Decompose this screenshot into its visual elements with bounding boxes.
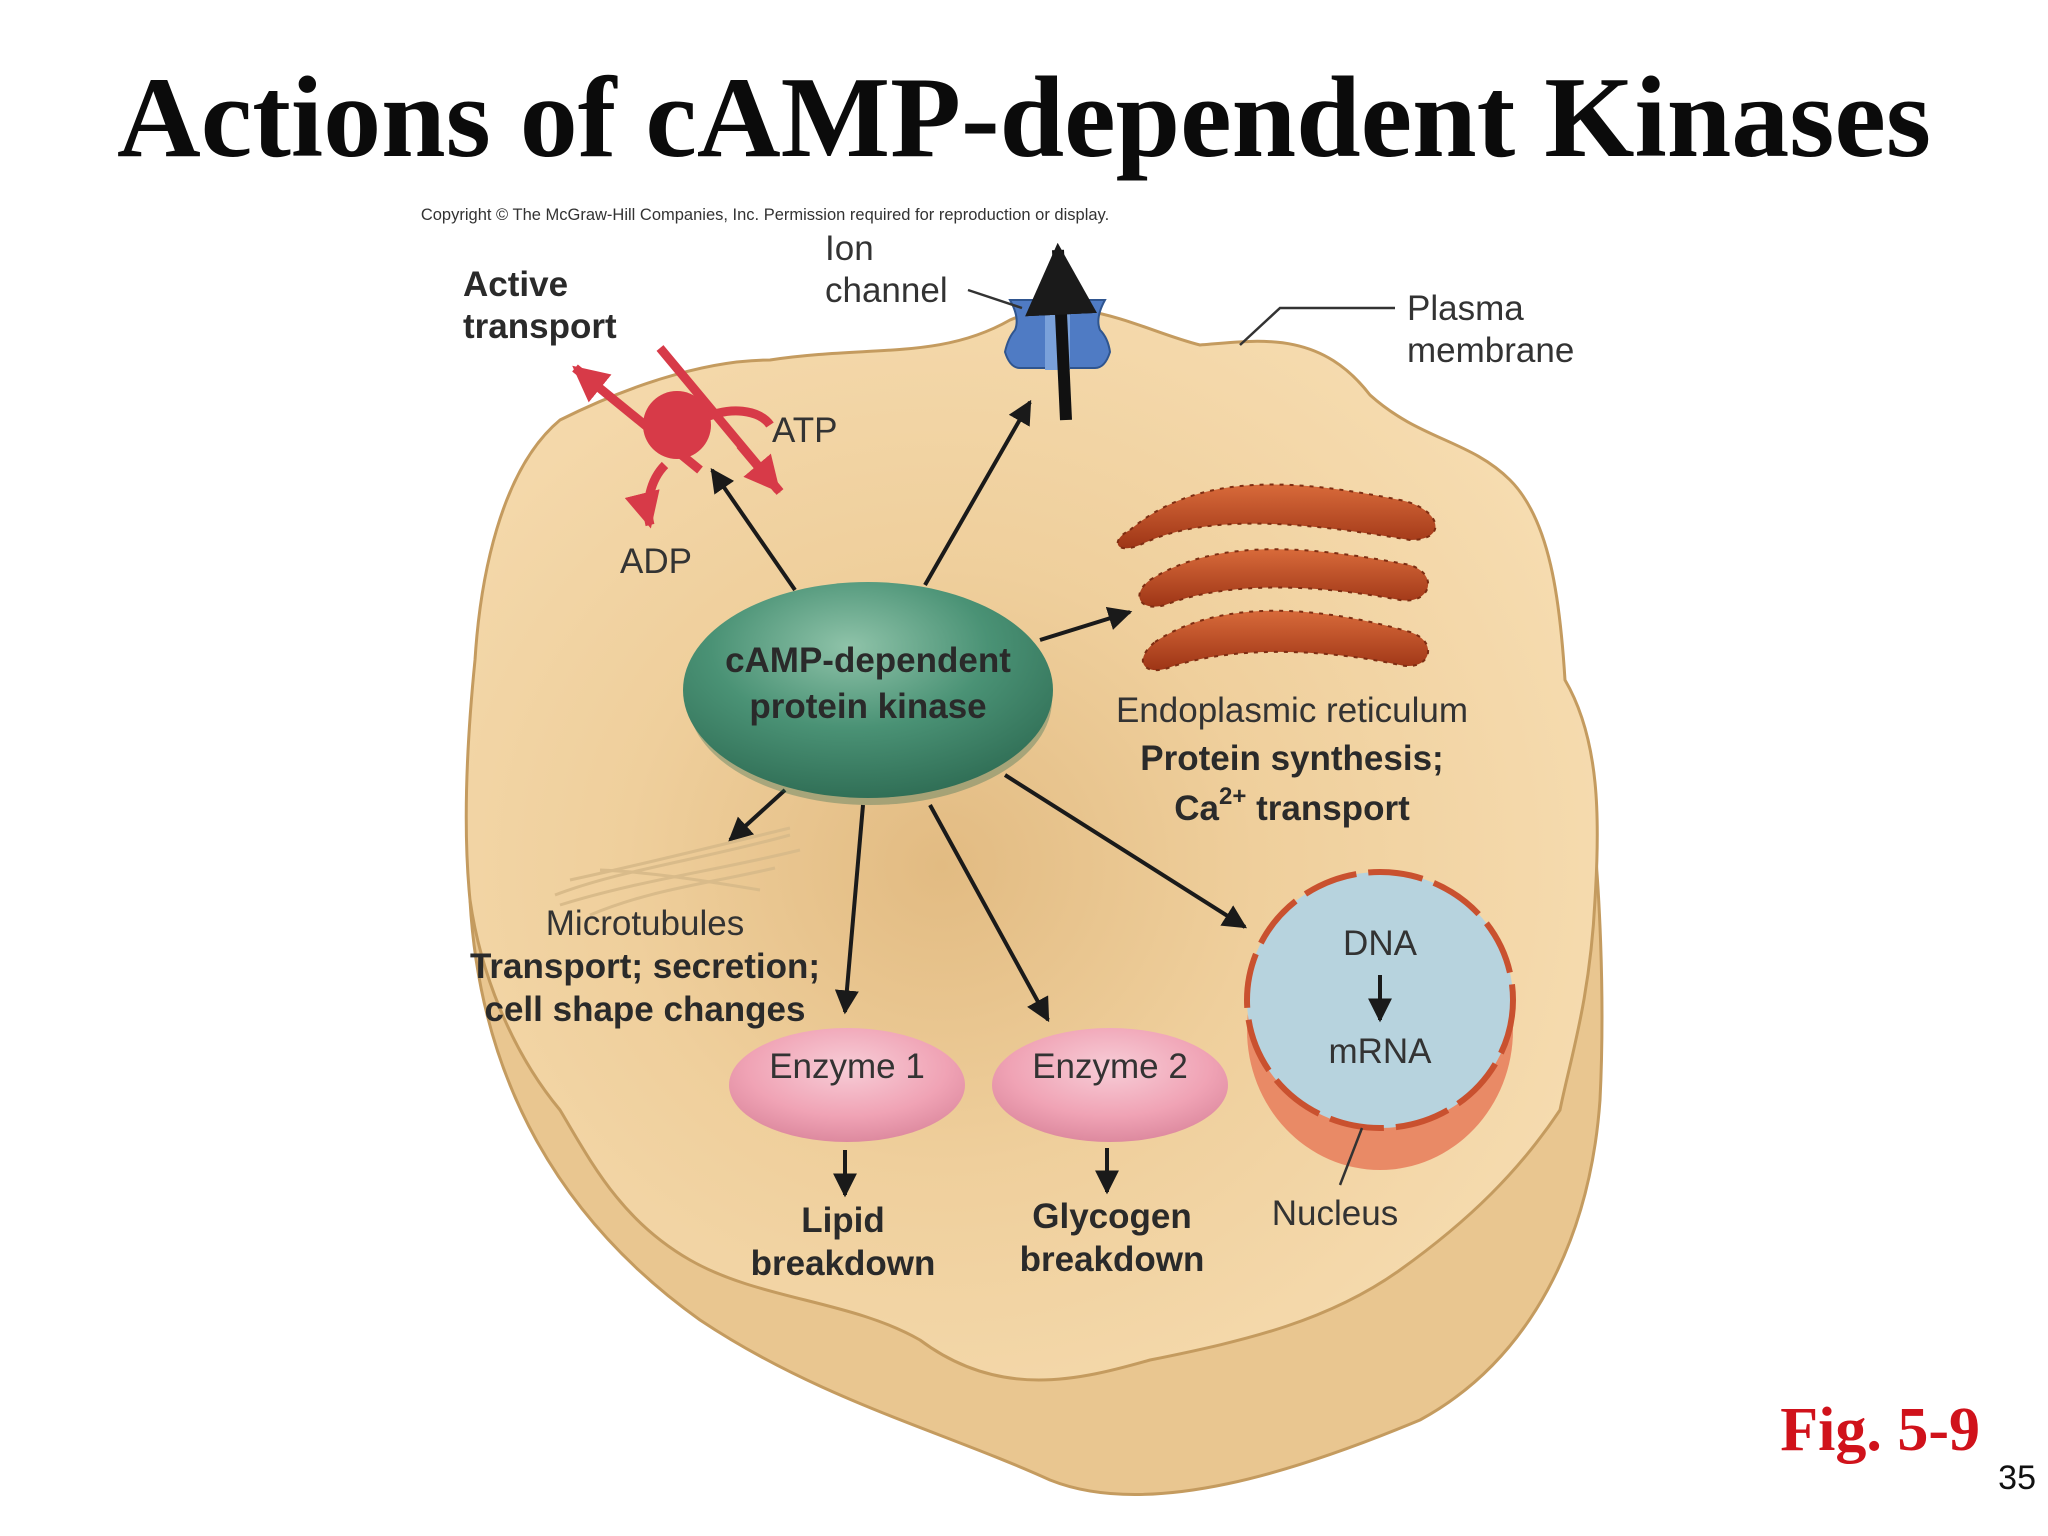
slide-title: Actions of cAMP-dependent Kinases (116, 54, 1932, 182)
copyright-notice: Copyright © The McGraw-Hill Companies, I… (421, 206, 1109, 224)
adp-label: ADP (620, 542, 692, 581)
ion-channel (1003, 242, 1112, 421)
endoplasmic-reticulum (1116, 483, 1437, 672)
glycogen-label-1: Glycogen (1032, 1197, 1191, 1236)
enzyme-2 (992, 1028, 1228, 1142)
arrow-to-er (1039, 606, 1133, 642)
er-function-1: Protein synthesis; (1140, 739, 1443, 778)
pump-protein (643, 391, 711, 459)
ion-channel-leader (967, 288, 1023, 310)
arrow-to-pump (710, 468, 797, 592)
active-transport-label-2: transport (463, 307, 617, 346)
er-function-2-suffix: transport (1246, 789, 1410, 828)
arrow-to-ion-channel (923, 399, 1032, 586)
lipid-label-2: breakdown (751, 1244, 936, 1283)
mrna-label: mRNA (1328, 1032, 1432, 1071)
microtubules-label: Microtubules (546, 904, 744, 943)
camp-dependent-protein-kinase (683, 582, 1053, 805)
plasma-membrane-leader (1239, 306, 1395, 346)
er-function-2-sup: 2+ (1219, 783, 1246, 810)
arrow-to-microtubules (728, 788, 787, 842)
enzyme-2-label: Enzyme 2 (1032, 1047, 1188, 1086)
er-function-2: Ca2+ transport (1174, 783, 1410, 828)
plasma-membrane-label-2: membrane (1407, 331, 1574, 370)
arrow-to-enzyme-2 (928, 804, 1050, 1023)
glycogen-label-2: breakdown (1020, 1240, 1205, 1279)
dna-label: DNA (1343, 924, 1418, 963)
microtubules-function-1: Transport; secretion; (470, 947, 820, 986)
er-label: Endoplasmic reticulum (1116, 691, 1468, 730)
er-function-2-prefix: Ca (1174, 789, 1219, 828)
lipid-label-1: Lipid (801, 1201, 885, 1240)
plasma-membrane-label-1: Plasma (1407, 289, 1524, 328)
arrow-to-nucleus (1003, 773, 1248, 929)
nucleus (1244, 869, 1516, 1170)
active-transport-pump (572, 345, 784, 529)
enzyme-1-label: Enzyme 1 (769, 1047, 925, 1086)
microtubules (554, 826, 801, 917)
kinase-label-2: protein kinase (749, 687, 986, 726)
enzyme-1 (729, 1028, 965, 1142)
nucleus-leader (1338, 1127, 1364, 1186)
ion-channel-label-2: channel (825, 271, 948, 310)
ion-flow-arrow (1025, 242, 1098, 421)
active-transport-label-1: Active (463, 265, 568, 304)
ion-channel-label-1: Ion (825, 229, 874, 268)
figure-label: Fig. 5-9 (1780, 1396, 1980, 1464)
microtubules-function-2: cell shape changes (485, 990, 806, 1029)
kinase-arrows (710, 399, 1248, 1198)
arrow-to-enzyme-1 (834, 804, 865, 1015)
atp-label: ATP (772, 411, 837, 450)
kinase-label-1: cAMP-dependent (725, 641, 1011, 680)
page-number: 35 (1998, 1459, 2036, 1497)
nucleus-label: Nucleus (1272, 1194, 1398, 1233)
